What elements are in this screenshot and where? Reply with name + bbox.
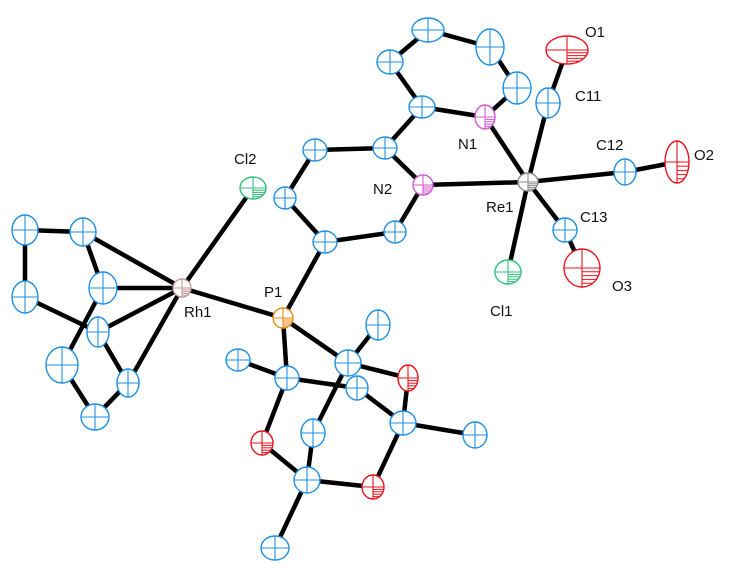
atom-Ca3: [274, 365, 300, 391]
bond-Re1-N2: [420, 179, 531, 188]
atom-label-C12: C12: [596, 137, 624, 154]
atom-label-N2: N2: [373, 181, 392, 198]
atom-label-Cl2: Cl2: [234, 151, 257, 168]
atom-Ca5: [345, 375, 369, 401]
bond-Re1-Cl1: [505, 179, 531, 275]
atom-label-C11: C11: [575, 88, 601, 105]
atom-Cz2: [302, 138, 328, 162]
atom-Cd3: [88, 271, 118, 305]
bond-Re1-C12: [525, 169, 628, 185]
atom-Ca4: [225, 348, 251, 372]
atom-Cl2: [239, 176, 267, 200]
atom-P1: [272, 307, 294, 329]
atom-label-O3: O3: [612, 278, 632, 295]
atom-label-O1: O1: [585, 24, 605, 41]
atom-Cp1: [376, 49, 404, 75]
bond-Rh1-Cl2: [179, 185, 256, 291]
atom-Cp4: [502, 71, 532, 105]
atom-Ca9: [293, 466, 321, 494]
atom-Cd2: [69, 217, 97, 247]
atom-label-C13: C13: [580, 209, 608, 226]
atom-Ca2: [365, 309, 391, 341]
atom-Cd1: [11, 214, 39, 246]
atom-Oa1: [397, 364, 419, 392]
atom-Cz5: [383, 220, 407, 244]
atom-Cz1: [372, 136, 398, 160]
atom-layer: [11, 17, 690, 561]
atom-N1: [474, 104, 496, 130]
atom-Cz4: [312, 230, 338, 254]
atom-N2: [412, 174, 434, 196]
atom-Rh1: [172, 278, 192, 298]
atom-Cz3: [273, 186, 297, 210]
atom-label-P1: P1: [264, 284, 282, 301]
atom-Cd4: [11, 280, 39, 314]
atom-Oa3: [361, 474, 385, 500]
atom-O2: [664, 140, 690, 184]
atom-C13: [552, 217, 578, 243]
atom-Ca7: [462, 421, 488, 449]
bond-Re1-N1: [482, 114, 531, 185]
atom-Cp3: [475, 28, 505, 66]
atom-Cl1: [494, 259, 522, 285]
bond-layer: [22, 27, 680, 551]
atom-Re1: [517, 172, 539, 192]
atom-Cd5: [86, 316, 110, 348]
bond-Rh1-Cd7: [125, 285, 185, 386]
atom-O1: [545, 35, 589, 65]
atom-Ca6: [389, 410, 417, 436]
atom-Cd6: [45, 346, 79, 384]
bond-Cz4-P1: [280, 239, 328, 321]
atom-Cd7: [116, 368, 140, 398]
atom-Ca10: [260, 535, 290, 561]
bond-Rh1-Cd5: [95, 285, 185, 335]
bond-Rh1-P1: [179, 285, 286, 321]
atom-label-Re1: Re1: [486, 199, 514, 216]
bond-Rh1-Cd2: [80, 229, 185, 291]
atom-label-Cl1: Cl1: [490, 303, 513, 320]
atom-label-O2: O2: [694, 147, 714, 164]
atom-Oa2: [250, 430, 274, 456]
atom-label-N1: N1: [458, 136, 477, 153]
atom-Cd8: [80, 403, 110, 431]
atom-C12: [613, 158, 637, 186]
atom-Ca8: [300, 418, 326, 448]
atom-Cp2: [411, 17, 445, 43]
atom-Ca1: [334, 349, 362, 377]
atom-label-Rh1: Rh1: [184, 304, 212, 321]
atom-O3: [563, 248, 601, 288]
atom-Cp5: [408, 95, 436, 119]
atom-C11: [535, 87, 561, 119]
